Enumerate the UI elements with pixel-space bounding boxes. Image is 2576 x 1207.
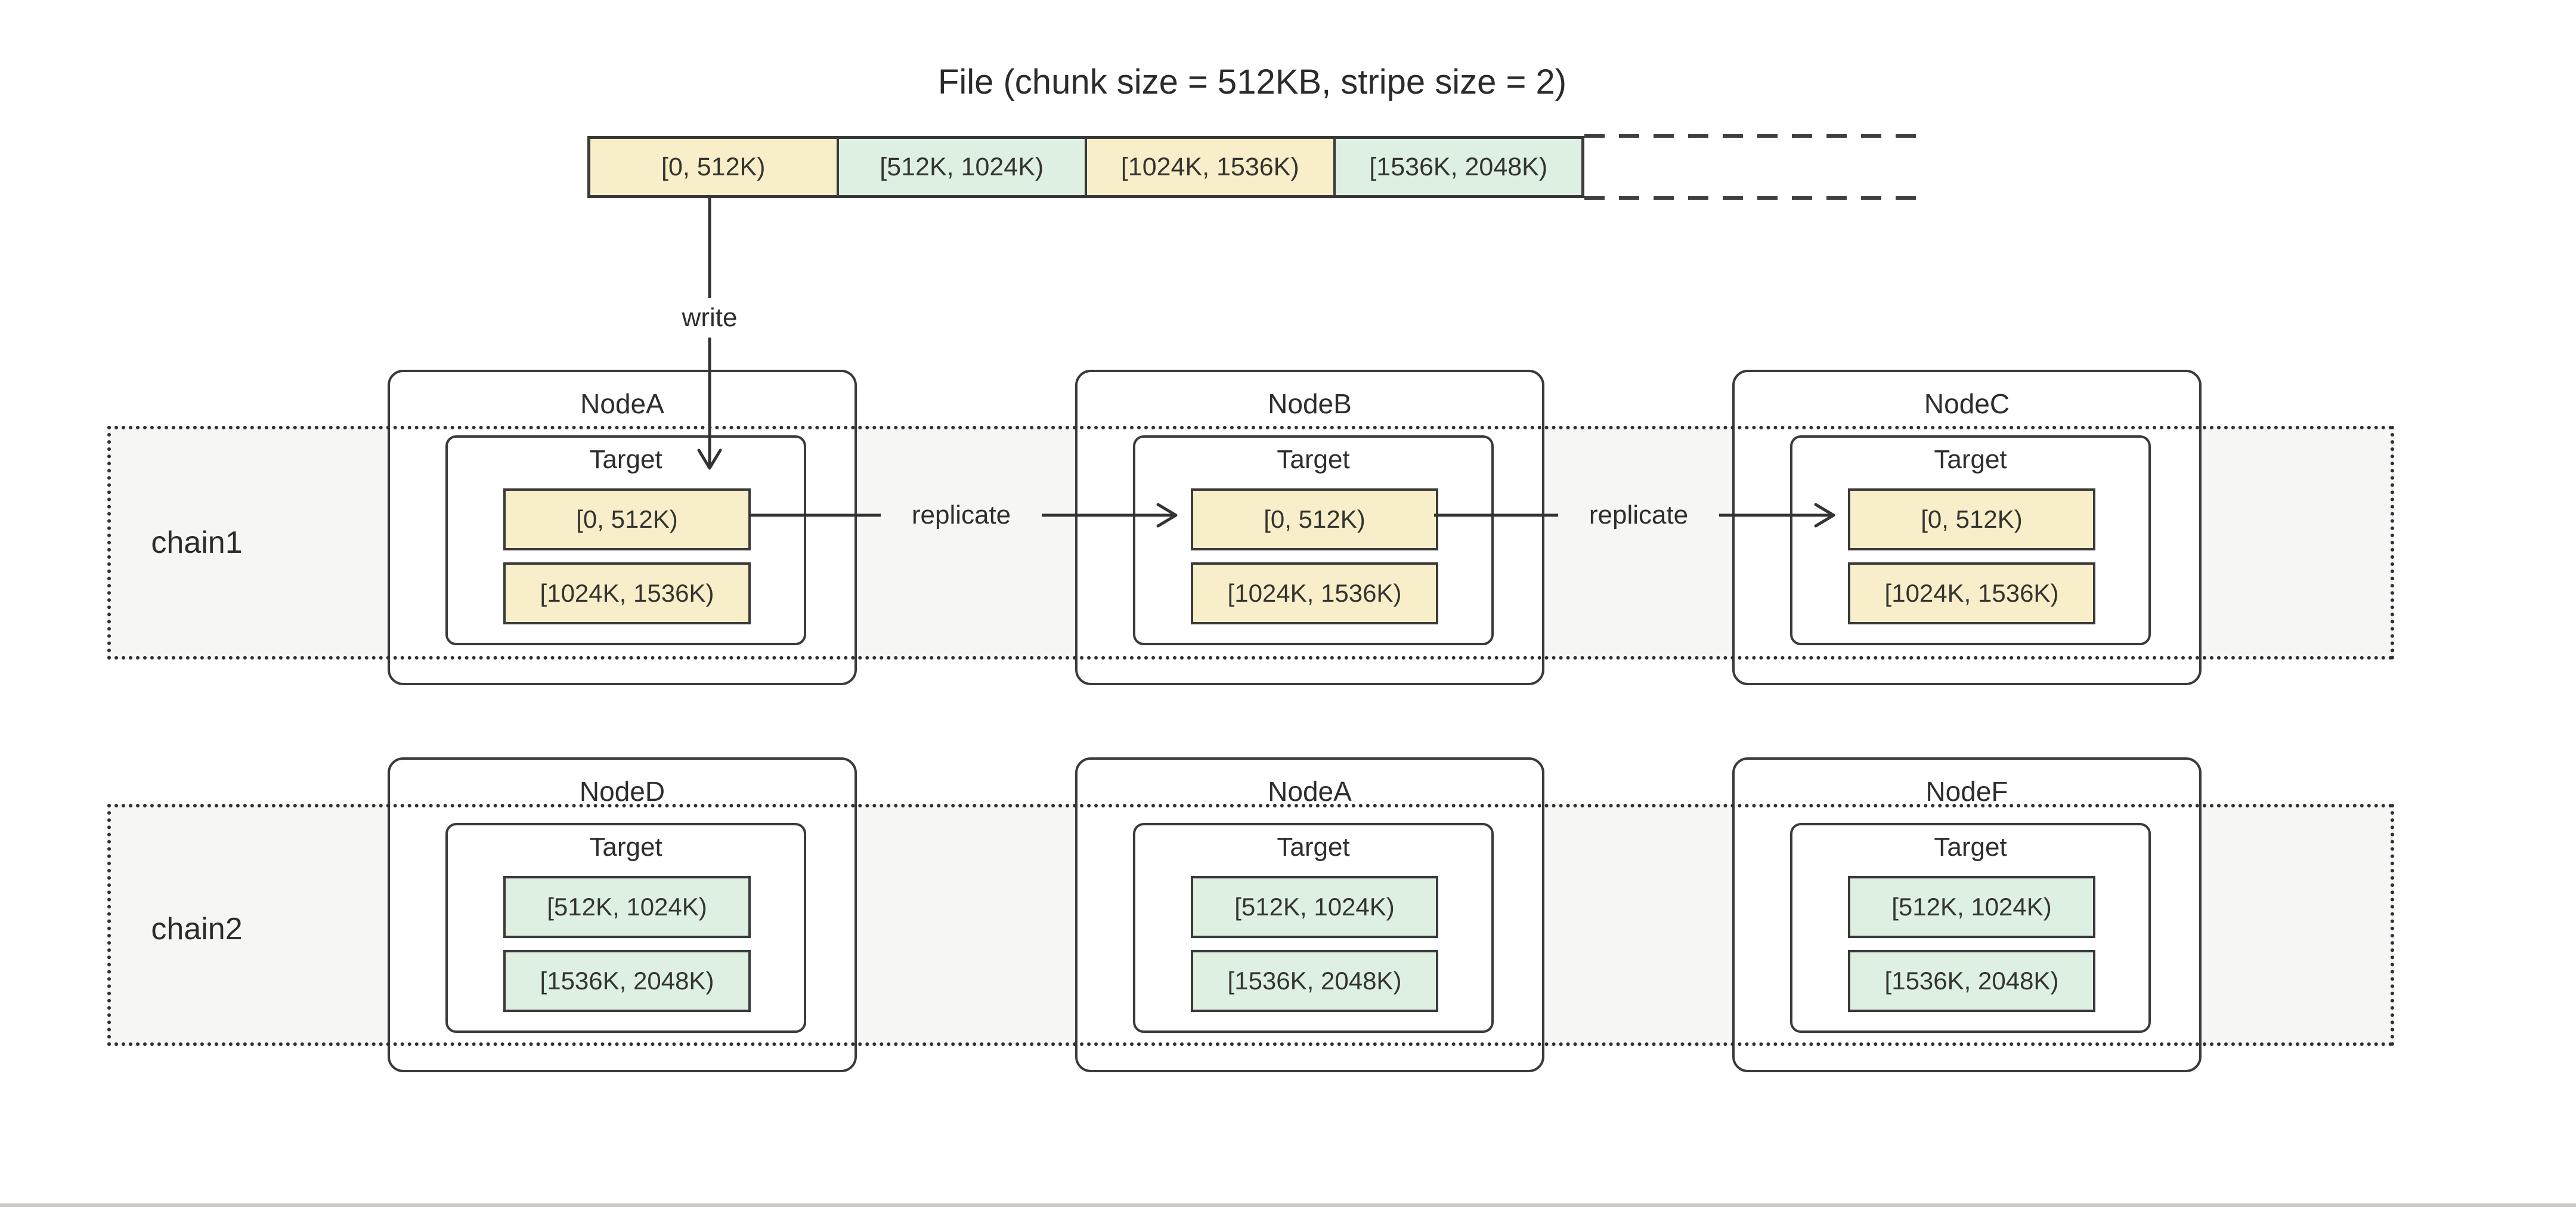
file-chunk: [512K, 1024K) — [836, 139, 1085, 195]
target-label: Target — [1277, 832, 1350, 862]
target-label: Target — [1934, 832, 2007, 862]
target-box: Target [0, 512K) [1024K, 1536K) — [1133, 435, 1494, 645]
node-box-chain1-nodea: NodeA Target [0, 512K) [1024K, 1536K) — [388, 370, 857, 685]
target-box: Target [512K, 1024K) [1536K, 2048K) — [1133, 823, 1494, 1033]
chunk-extent: [1024K, 1536K) — [1191, 562, 1438, 624]
chunk-extent: [1536K, 2048K) — [503, 950, 751, 1012]
node-box-chain1-nodeb: NodeB Target [0, 512K) [1024K, 1536K) — [1075, 370, 1544, 685]
chunk-extent: [1536K, 2048K) — [1191, 950, 1438, 1012]
node-name: NodeD — [579, 776, 665, 807]
write-arrow-label: write — [647, 298, 772, 338]
replicate-arrow-label: replicate — [881, 496, 1042, 535]
target-box: Target [512K, 1024K) [1536K, 2048K) — [1790, 823, 2151, 1033]
chunk-extent: [1024K, 1536K) — [503, 562, 751, 624]
node-name: NodeA — [1268, 776, 1352, 807]
chunk-extent: [1024K, 1536K) — [1848, 562, 2095, 624]
target-label: Target — [589, 445, 662, 474]
chain1-label: chain1 — [151, 525, 243, 560]
replicate-arrow-label: replicate — [1558, 496, 1719, 535]
node-name: NodeC — [1924, 388, 2010, 419]
chunk-extent: [512K, 1024K) — [1848, 876, 2095, 938]
target-label: Target — [1277, 445, 1350, 474]
node-box-chain1-nodec: NodeC Target [0, 512K) [1024K, 1536K) — [1732, 370, 2202, 685]
file-chunk: [0, 512K) — [590, 139, 837, 195]
target-box: Target [512K, 1024K) [1536K, 2048K) — [445, 823, 806, 1033]
node-box-chain2-nodea: NodeA Target [512K, 1024K) [1536K, 2048K… — [1075, 757, 1544, 1072]
target-box: Target [0, 512K) [1024K, 1536K) — [1790, 435, 2151, 645]
node-name: NodeB — [1268, 388, 1352, 419]
chunk-extent: [0, 512K) — [1848, 488, 2095, 550]
diagram-title: File (chunk size = 512KB, stripe size = … — [937, 63, 1567, 101]
chain2-label: chain2 — [151, 912, 243, 946]
node-box-chain2-noded: NodeD Target [512K, 1024K) [1536K, 2048K… — [388, 757, 857, 1072]
target-box: Target [0, 512K) [1024K, 1536K) — [445, 435, 806, 645]
file-chunk-row: [0, 512K) [512K, 1024K) [1024K, 1536K) [… — [587, 136, 1584, 198]
node-name: NodeF — [1925, 776, 2008, 807]
page-bottom-edge — [0, 1203, 2576, 1207]
chunk-extent: [0, 512K) — [1191, 488, 1438, 550]
file-chunk: [1536K, 2048K) — [1333, 139, 1581, 195]
chunk-extent: [1536K, 2048K) — [1848, 950, 2095, 1012]
file-chunk: [1024K, 1536K) — [1085, 139, 1333, 195]
target-label: Target — [589, 832, 662, 862]
node-box-chain2-nodef: NodeF Target [512K, 1024K) [1536K, 2048K… — [1732, 757, 2202, 1072]
target-label: Target — [1934, 445, 2007, 474]
chunk-extent: [0, 512K) — [503, 488, 751, 550]
node-name: NodeA — [580, 388, 664, 419]
chunk-extent: [512K, 1024K) — [1191, 876, 1438, 938]
chunk-extent: [512K, 1024K) — [503, 876, 751, 938]
